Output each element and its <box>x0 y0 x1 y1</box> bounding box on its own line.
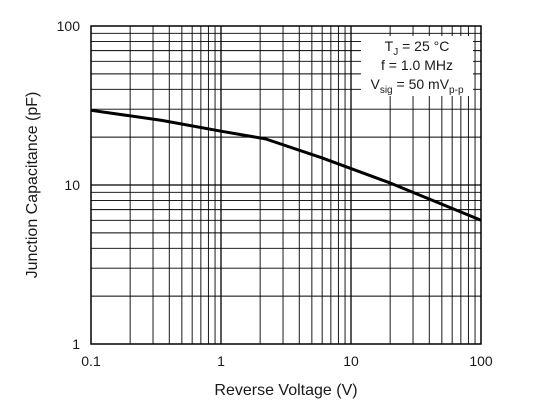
x-tick-label: 10 <box>343 353 359 369</box>
series-line-1 <box>90 108 482 222</box>
y-tick-label: 10 <box>64 177 80 193</box>
x-tick-label: 1 <box>217 353 225 369</box>
annotation-line-2: f = 1.0 MHz <box>381 57 453 73</box>
plot-frame <box>90 25 482 345</box>
y-axis-title: Junction Capacitance (pF) <box>24 92 41 279</box>
y-tick-label: 1 <box>72 336 80 352</box>
x-tick-label: 100 <box>469 353 493 369</box>
x-tick-label: 0.1 <box>81 353 101 369</box>
x-axis-ticks: 0.1 1 10 100 <box>81 353 493 369</box>
annotation-line-1: TJ = 25 °C <box>385 38 450 58</box>
y-axis-ticks: 1 10 100 <box>57 18 81 352</box>
annotation-line-3: Vsig = 50 mVp-p <box>370 76 463 96</box>
y-tick-label: 100 <box>57 18 81 34</box>
x-axis-title: Reverse Voltage (V) <box>214 382 357 399</box>
series-group <box>90 108 482 222</box>
annotation-background <box>361 36 473 96</box>
